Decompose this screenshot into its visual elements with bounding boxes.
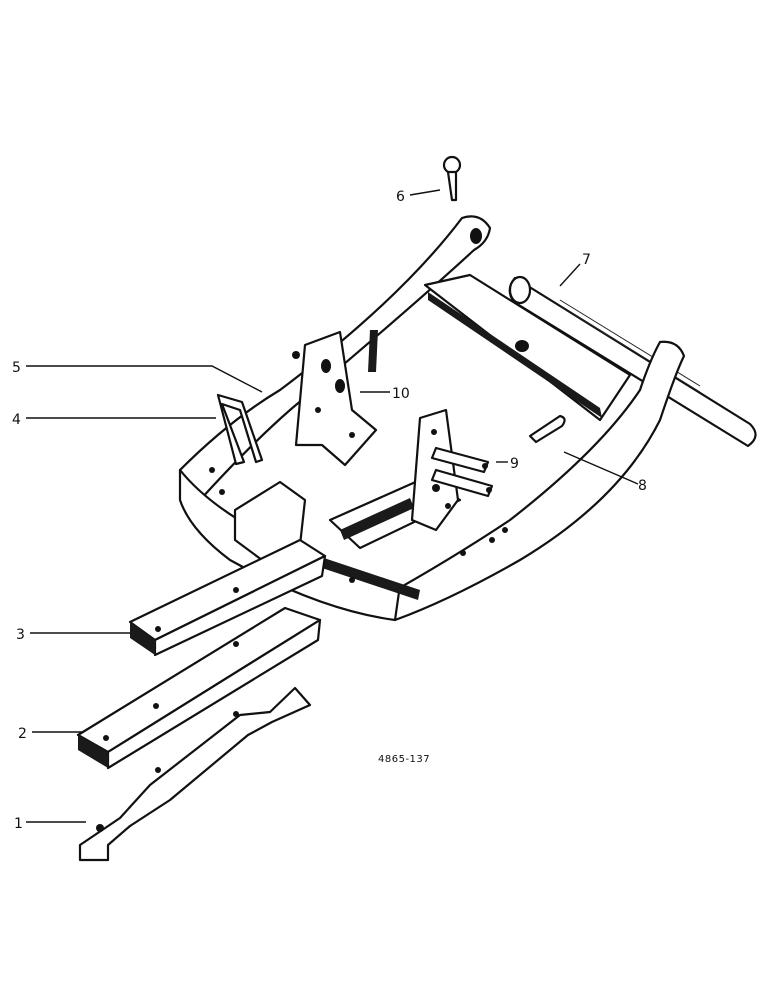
callout-9: 9 — [510, 456, 519, 472]
part-7-shaft — [508, 275, 757, 448]
callout-7: 7 — [582, 252, 591, 268]
part-3-drawbar — [128, 538, 327, 657]
leader-5 — [26, 365, 263, 393]
callout-5: 5 — [12, 360, 21, 376]
callout-4: 4 — [12, 412, 21, 428]
part-1-strap — [78, 686, 312, 862]
drawing-number: 4865-137 — [378, 754, 430, 765]
part-8-clip-pin — [528, 414, 566, 444]
leader-lines — [26, 189, 639, 823]
part-9-pins — [430, 446, 494, 498]
callout-6: 6 — [396, 189, 405, 205]
callout-8: 8 — [638, 478, 647, 494]
leader-6 — [409, 189, 441, 196]
part-2-drawbar — [76, 606, 322, 770]
callouts: 1 2 3 4 5 6 7 8 9 10 — [12, 189, 647, 832]
callout-3: 3 — [16, 627, 25, 643]
part-4-u-bolt — [216, 393, 264, 466]
callout-1: 1 — [14, 816, 23, 832]
part-6-hair-pin — [442, 155, 462, 202]
leader-8 — [563, 451, 639, 485]
leader-7 — [559, 263, 581, 287]
callout-2: 2 — [18, 726, 27, 742]
callout-10: 10 — [392, 386, 410, 402]
